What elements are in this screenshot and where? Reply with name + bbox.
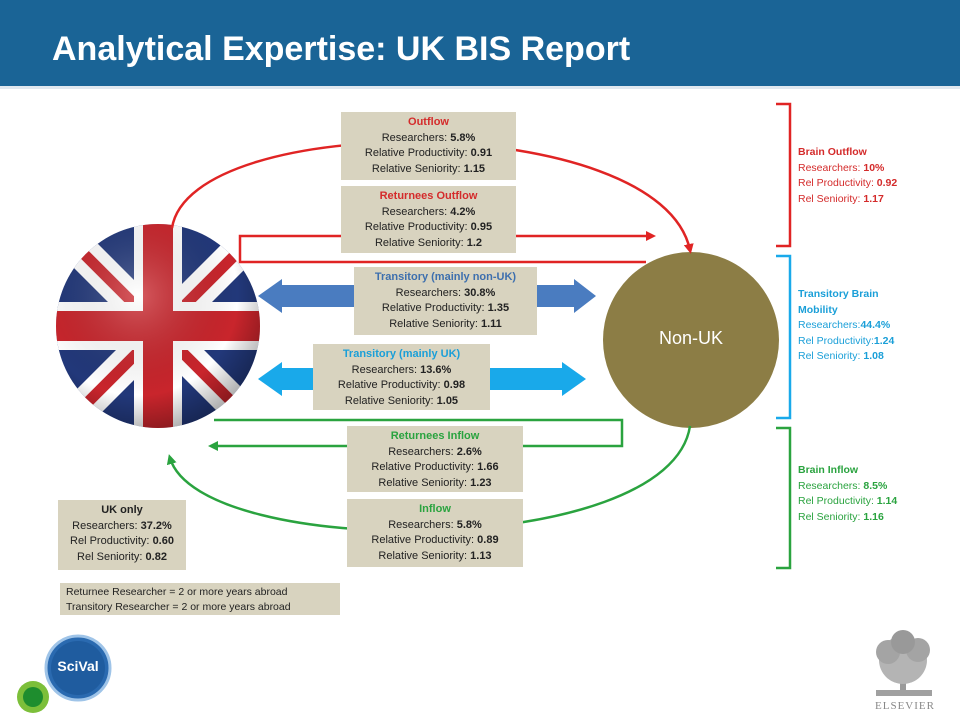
- inflow-researchers-label: Researchers:: [388, 518, 454, 531]
- transitory-brain-bracket: [776, 254, 792, 420]
- transitory-brain-researchers-label: Researchers:: [798, 319, 861, 331]
- uk-only-researchers-value: 37.2%: [140, 519, 172, 532]
- transitory-non-uk-productivity-label: Relative Productivity:: [381, 302, 485, 314]
- elsevier-logo: [876, 630, 932, 696]
- outflow-title: Outflow: [408, 116, 449, 128]
- transitory-brain-seniority-value: 1.08: [863, 350, 884, 362]
- outflow-productivity-value: 0.91: [470, 147, 493, 159]
- transitory-brain-researchers-value: 44.4%: [860, 319, 891, 331]
- returnees-inflow-researchers-value: 2.6%: [456, 445, 482, 458]
- returnees-inflow-title: Returnees Inflow: [390, 430, 480, 442]
- transitory-uk-productivity-value: 0.98: [443, 379, 466, 391]
- returnees-outflow-productivity-label: Relative Productivity:: [364, 221, 468, 233]
- brain-inflow-productivity-label: Rel Productivity:: [798, 495, 874, 507]
- transitory-non-uk-productivity-value: 1.35: [487, 302, 510, 314]
- non-uk-node: [603, 252, 779, 428]
- inflow-title: Inflow: [419, 503, 451, 515]
- inflow-productivity-value: 0.89: [477, 534, 499, 546]
- returnees-outflow-researchers-label: Researchers:: [381, 205, 448, 218]
- uk-only-productivity-value: 0.60: [152, 535, 174, 547]
- uk-only-seniority-value: 0.82: [145, 550, 167, 563]
- inflow-researchers-value: 5.8%: [456, 518, 482, 531]
- transitory-brain-productivity-label: Rel Productivity:: [798, 334, 874, 347]
- transitory-uk-seniority-value: 1.05: [436, 394, 459, 407]
- transitory-brain-seniority-label: Rel Seniority:: [798, 350, 861, 362]
- outflow-productivity-label: Relative Productivity:: [364, 147, 468, 159]
- transitory-non-uk-seniority-value: 1.11: [480, 317, 502, 330]
- returnees-outflow-seniority-label: Relative Seniority:: [374, 236, 464, 249]
- definitions-note: Returnee Researcher = 2 or more years ab…: [60, 583, 340, 615]
- uk-only-box: UK only Researchers: 37.2% Rel Productiv…: [58, 500, 186, 570]
- brain-inflow-productivity-value: 1.14: [876, 495, 898, 507]
- transitory-non-uk-title: Transitory (mainly non-UK): [374, 271, 517, 283]
- brain-outflow-productivity-label: Rel Productivity:: [798, 177, 874, 189]
- scival-logo-text: SciVal: [57, 658, 99, 674]
- inflow-productivity-label: Relative Productivity:: [371, 534, 475, 546]
- returnees-inflow-productivity-value: 1.66: [477, 461, 499, 473]
- brain-inflow-bracket: [776, 426, 792, 570]
- brain-inflow-seniority-label: Rel Seniority:: [798, 510, 861, 523]
- transitory-uk-researchers-label: Researchers:: [351, 363, 418, 376]
- brain-inflow-title: Brain Inflow: [798, 464, 859, 476]
- returnees-inflow-seniority-value: 1.23: [470, 476, 492, 489]
- returnees-inflow-box: Returnees Inflow Researchers: 2.6% Relat…: [347, 426, 523, 492]
- outflow-seniority-value: 1.15: [463, 162, 486, 175]
- transitory-brain-productivity-value: 1.24: [873, 334, 895, 347]
- brain-outflow-researchers-value: 10%: [863, 161, 885, 174]
- elsevier-logo-text: ELSEVIER: [875, 700, 935, 712]
- brain-outflow-bracket: [776, 102, 792, 248]
- brain-outflow-researchers-label: Researchers:: [798, 161, 861, 174]
- inflow-seniority-value: 1.13: [470, 549, 492, 562]
- page-title: Analytical Expertise: UK BIS Report: [52, 30, 631, 68]
- returnees-outflow-productivity-value: 0.95: [470, 221, 493, 233]
- brain-inflow-summary: Brain Inflow Researchers: 8.5% Rel Produ…: [798, 463, 897, 525]
- transitory-non-uk-researchers-label: Researchers:: [395, 286, 462, 299]
- transitory-non-uk-researchers-value: 30.8%: [464, 286, 496, 299]
- outflow-box: Outflow Researchers: 5.8% Relative Produ…: [341, 112, 516, 180]
- returnees-outflow-researchers-value: 4.2%: [450, 205, 476, 218]
- note-line-1: Returnee Researcher = 2 or more years ab…: [66, 586, 288, 598]
- inflow-seniority-label: Relative Seniority:: [378, 549, 468, 562]
- uk-only-researchers-label: Researchers:: [72, 519, 138, 532]
- brain-outflow-title: Brain Outflow: [798, 146, 867, 158]
- brain-outflow-summary: Brain Outflow Researchers: 10% Rel Produ…: [798, 145, 897, 207]
- returnees-inflow-seniority-label: Relative Seniority:: [378, 476, 468, 489]
- scival-logo: [17, 634, 112, 713]
- brain-inflow-seniority-value: 1.16: [863, 510, 884, 523]
- outflow-seniority-label: Relative Seniority:: [371, 162, 461, 175]
- brain-outflow-seniority-label: Rel Seniority:: [798, 192, 861, 205]
- transitory-uk-researchers-value: 13.6%: [420, 363, 452, 376]
- transitory-brain-title-1: Transitory Brain: [798, 288, 879, 300]
- header-divider: [0, 86, 960, 89]
- outflow-researchers-label: Researchers:: [381, 131, 448, 144]
- inflow-box: Inflow Researchers: 5.8% Relative Produc…: [347, 499, 523, 567]
- returnees-outflow-title: Returnees Outflow: [379, 190, 478, 202]
- transitory-uk-seniority-label: Relative Seniority:: [344, 394, 434, 407]
- transitory-uk-productivity-label: Relative Productivity:: [337, 379, 441, 391]
- returnees-outflow-box: Returnees Outflow Researchers: 4.2% Rela…: [341, 186, 516, 253]
- non-uk-label: Non-UK: [658, 328, 724, 348]
- returnees-inflow-researchers-label: Researchers:: [388, 445, 454, 458]
- brain-outflow-seniority-value: 1.17: [863, 192, 884, 205]
- uk-only-productivity-label: Rel Productivity:: [70, 535, 150, 547]
- uk-flag-node: [56, 224, 260, 428]
- returnees-inflow-productivity-label: Relative Productivity:: [371, 461, 475, 473]
- transitory-uk-title: Transitory (mainly UK): [342, 348, 461, 360]
- brain-outflow-productivity-value: 0.92: [876, 177, 898, 189]
- note-line-2: Transitory Researcher = 2 or more years …: [66, 601, 291, 613]
- transitory-non-uk-seniority-label: Relative Seniority:: [389, 317, 478, 330]
- transitory-non-uk-box: Transitory (mainly non-UK) Researchers: …: [354, 267, 537, 335]
- brain-inflow-researchers-value: 8.5%: [863, 479, 888, 492]
- returnees-outflow-seniority-value: 1.2: [466, 236, 482, 249]
- transitory-uk-box: Transitory (mainly UK) Researchers: 13.6…: [313, 344, 490, 410]
- header-bar: [0, 0, 960, 86]
- outflow-researchers-value: 5.8%: [450, 131, 476, 144]
- transitory-brain-title-2: Mobility: [798, 303, 838, 316]
- transitory-brain-summary: Transitory Brain Mobility Researchers:44…: [798, 287, 894, 365]
- uk-only-title: UK only: [101, 504, 143, 516]
- brain-inflow-researchers-label: Researchers:: [798, 479, 861, 492]
- uk-only-seniority-label: Rel Seniority:: [77, 550, 143, 563]
